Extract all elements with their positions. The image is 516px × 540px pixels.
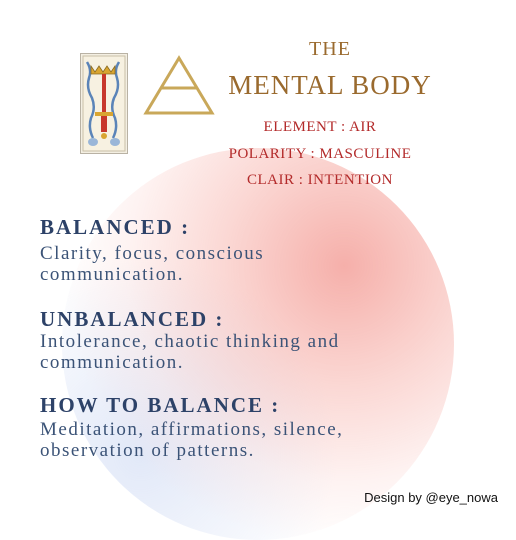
section-text-line: observation of patterns.	[40, 440, 255, 461]
attribute-element: ELEMENT : AIR	[263, 119, 377, 135]
section-text-line: communication.	[40, 264, 184, 285]
section-text-line: Intolerance, chaotic thinking and	[40, 331, 340, 352]
attribute-clair: CLAIR : INTENTION	[247, 172, 393, 188]
section-text-balanced: Clarity, focus, conscious communication.	[40, 243, 490, 285]
air-triangle-icon	[143, 55, 215, 115]
background-gradient-orb	[62, 148, 454, 540]
section-text-unbalanced: Intolerance, chaotic thinking and commun…	[40, 331, 490, 373]
section-heading-how-to-balance: HOW TO BALANCE :	[40, 393, 281, 417]
section-text-how-to-balance: Meditation, affirmations, silence, obser…	[40, 419, 490, 461]
section-heading-balanced: BALANCED :	[40, 215, 191, 239]
section-text-line: communication.	[40, 352, 184, 373]
title-line-1: THE	[309, 38, 351, 60]
section-text-line: Meditation, affirmations, silence,	[40, 419, 344, 440]
section-text-line: Clarity, focus, conscious	[40, 243, 265, 264]
attribute-polarity: POLARITY : MASCULINE	[228, 146, 412, 162]
tarot-card-sword-icon	[80, 53, 128, 154]
designer-credit: Design by @eye_nowa	[364, 490, 498, 505]
title-line-2: MENTAL BODY	[228, 70, 432, 100]
section-heading-unbalanced: UNBALANCED :	[40, 307, 225, 331]
